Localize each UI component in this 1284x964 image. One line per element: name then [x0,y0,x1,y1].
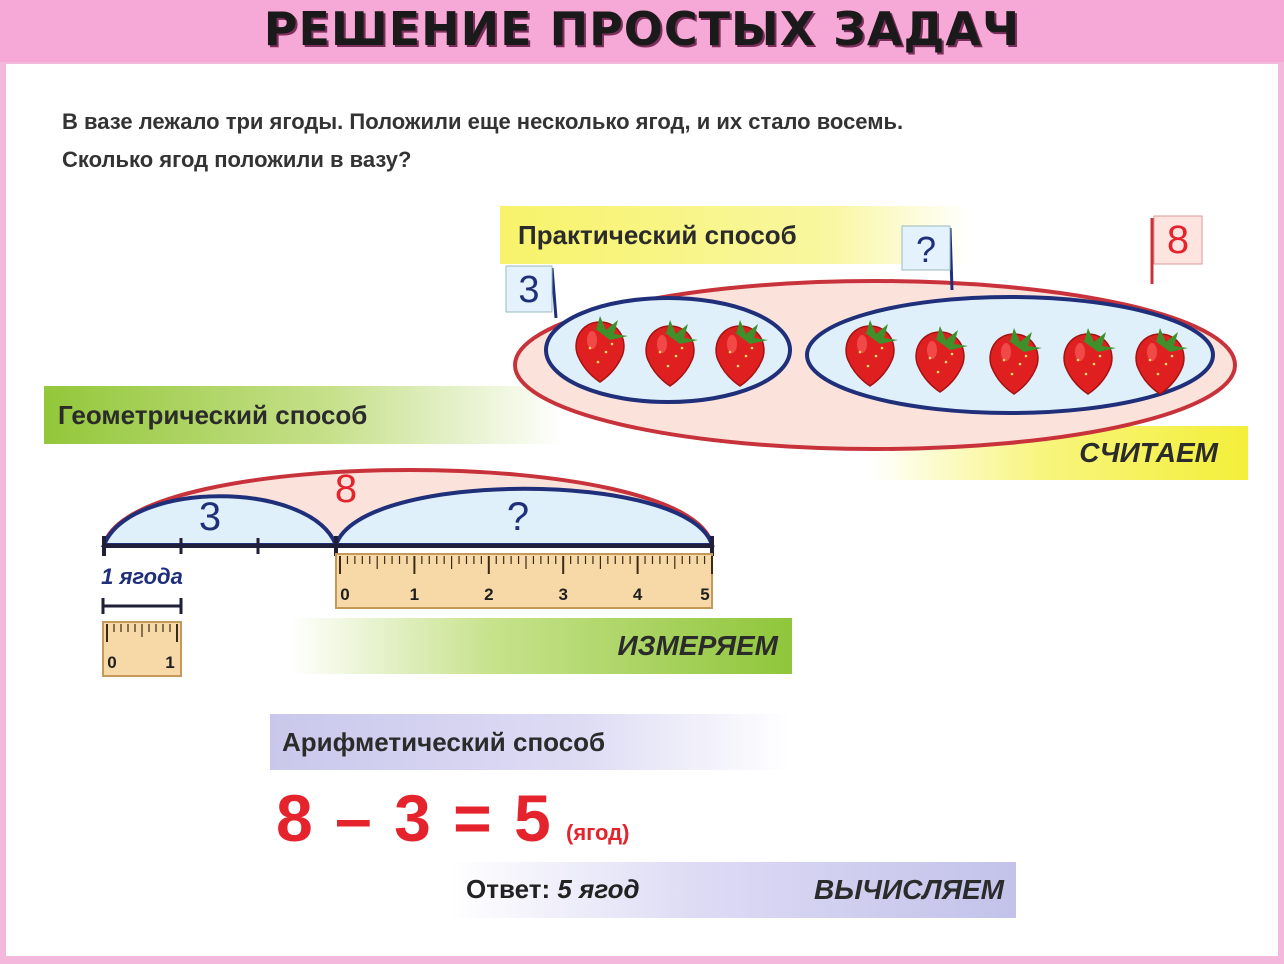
ruler-number: 3 [558,585,567,604]
equation: 8 – 3 = 5 [276,781,553,855]
problem-text: В вазе лежало три ягоды. Положили еще не… [62,103,1162,179]
flag-middle-label: ? [916,229,936,270]
flag-middle: ? [901,225,954,291]
ruler-number: 4 [633,585,643,604]
right-arc [333,486,715,547]
long-ruler: 0 1 2 3 4 5 [335,553,713,609]
problem-line-2: Сколько ягод положили в вазу? [62,147,412,172]
arc-total-label: 8 [335,467,357,511]
practical-method-title: Практический способ [500,206,970,264]
answer-value: 5 ягод [557,874,640,904]
arc-left-label: 3 [199,495,221,539]
equation-unit: (ягод) [566,820,630,845]
unit-label: 1 ягода [101,564,183,589]
left-arc [101,494,339,547]
answer-label: Ответ: [466,874,551,904]
ruler-number: 5 [700,585,709,604]
ruler-number: 1 [410,585,419,604]
flag-total-label: 8 [1167,218,1189,262]
geometric-method-title: Геометрический способ [44,386,564,444]
flag-left-label: 3 [518,269,539,311]
arithmetic-method-title: Арифметический способ [270,714,790,770]
page-title: РЕШЕНИЕ ПРОСТЫХ ЗАДАЧ [263,2,1021,56]
title-banner [0,0,1284,62]
ruler-number: 0 [340,585,349,604]
flag-total: 8 [1150,215,1203,284]
compute-action-label: ВЫЧИСЛЯЕМ [450,862,1016,918]
arc-right-label: ? [507,495,529,539]
answer-line: Ответ: 5 ягод [466,874,640,905]
ruler-number: 2 [484,585,493,604]
ruler-number: 0 [107,653,116,672]
ruler-number: 1 [165,653,174,672]
flag-left: 3 [505,265,558,319]
measure-action-label: ИЗМЕРЯЕМ [290,618,792,674]
problem-line-1: В вазе лежало три ягоды. Положили еще не… [62,109,904,134]
